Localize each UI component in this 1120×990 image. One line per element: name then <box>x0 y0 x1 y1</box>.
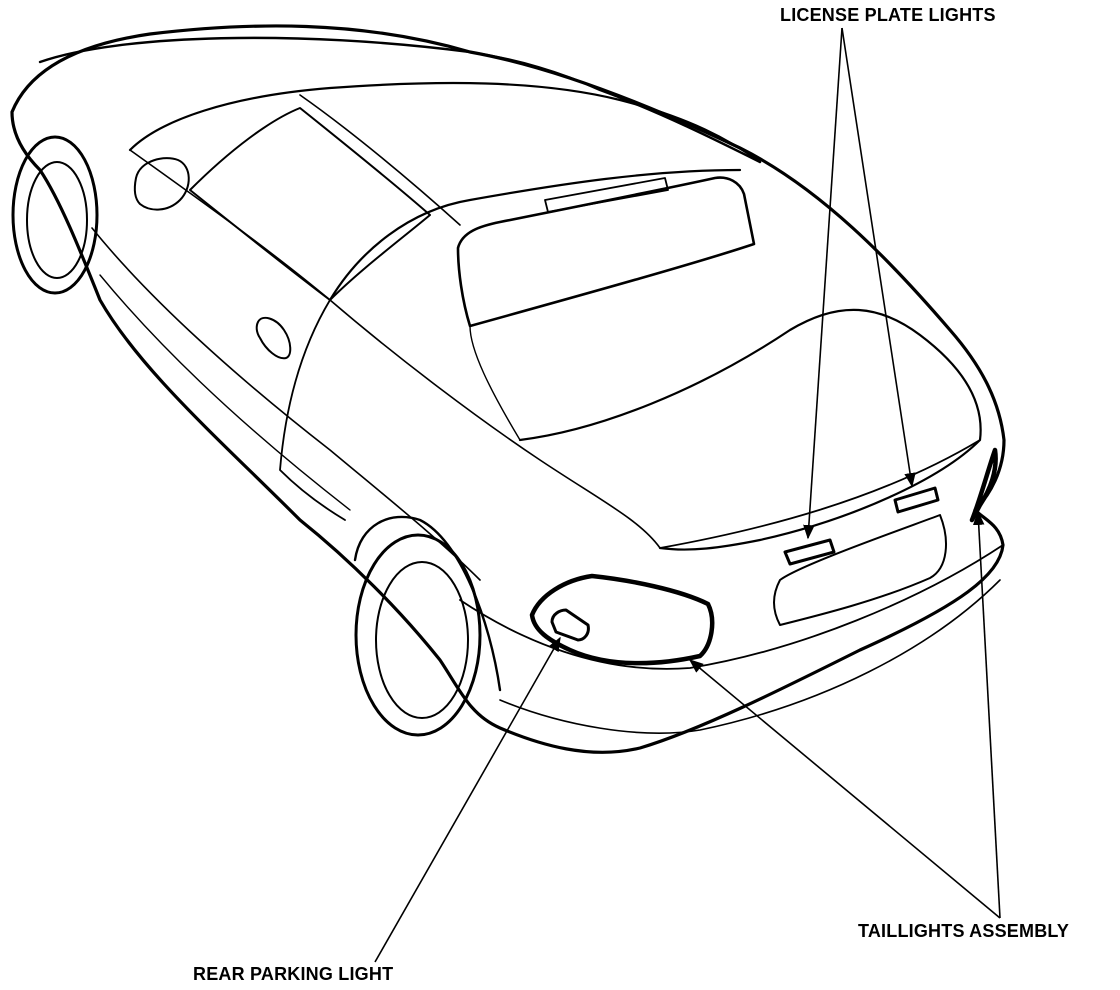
leader-lines <box>374 27 1001 963</box>
rear-wheel-arch <box>353 515 502 692</box>
label-license-plate-lights: LICENSE PLATE LIGHTS <box>780 5 996 25</box>
trunk-lid <box>518 308 982 551</box>
trunk-rear-edge <box>659 439 981 549</box>
label-rear-parking-light: REAR PARKING LIGHT <box>193 964 394 984</box>
rear-bumper-lower <box>499 579 1001 734</box>
high-mount-brake-light <box>544 177 669 213</box>
license-plate-light-right <box>893 486 940 514</box>
front-wheel-tire <box>11 135 99 295</box>
soft-top-outline <box>128 81 762 164</box>
taillight-left <box>529 573 715 666</box>
body-side-line <box>91 227 481 581</box>
side-mirror <box>133 157 190 211</box>
trunk-side-line <box>329 299 661 549</box>
rear-bumper-top <box>459 544 1004 670</box>
leader-taillight-left <box>688 659 1001 919</box>
leader-license-right <box>841 27 916 488</box>
front-wheel-rim <box>26 161 88 279</box>
taillight-right <box>969 447 998 523</box>
leader-rear-parking <box>374 636 561 963</box>
label-taillights-assembly: TAILLIGHTS ASSEMBLY <box>858 921 1070 941</box>
rear-wheel-rim <box>375 561 469 719</box>
side-window <box>189 107 431 301</box>
roof-center-seam <box>299 94 461 226</box>
license-plate-recess <box>773 514 947 626</box>
soft-top-rear-edge <box>328 168 742 302</box>
car-body <box>10 24 1006 754</box>
rear-window-inner <box>469 325 521 441</box>
door-handle <box>255 316 292 360</box>
door-outline <box>279 299 346 521</box>
leader-taillight-right <box>972 510 1001 919</box>
car-silhouette <box>10 24 1006 754</box>
license-plate-light-left <box>783 538 836 566</box>
rear-window <box>456 176 756 328</box>
leader-license-left <box>803 27 843 540</box>
body-side-line-lower <box>99 274 351 511</box>
rear-parking-light <box>550 608 590 642</box>
rear-wheel-tire <box>354 533 482 737</box>
roofline <box>38 36 762 164</box>
